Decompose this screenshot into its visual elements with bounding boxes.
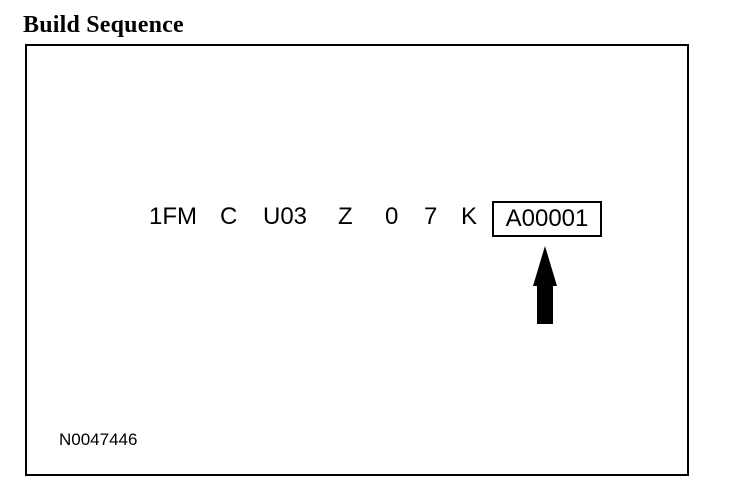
vin-segment-5: 0: [385, 203, 399, 230]
figure-frame: 1FM C U03 Z 0 7 K A00001 N0047446: [25, 44, 689, 476]
vin-segment-6: 7: [424, 203, 438, 230]
vin-segment-1: 1FM: [149, 203, 197, 230]
reference-id: N0047446: [59, 430, 138, 449]
figure-heading: Build Sequence: [23, 12, 184, 38]
vin-segment-4: Z: [338, 203, 353, 230]
arrow-up-icon: [533, 246, 557, 324]
vin-segment-2: C: [220, 203, 238, 230]
vin-segment-3: U03: [263, 203, 308, 230]
vin-segment-7: K: [461, 203, 478, 230]
build-sequence-box: A00001: [492, 201, 602, 237]
build-sequence-number: A00001: [505, 205, 589, 232]
